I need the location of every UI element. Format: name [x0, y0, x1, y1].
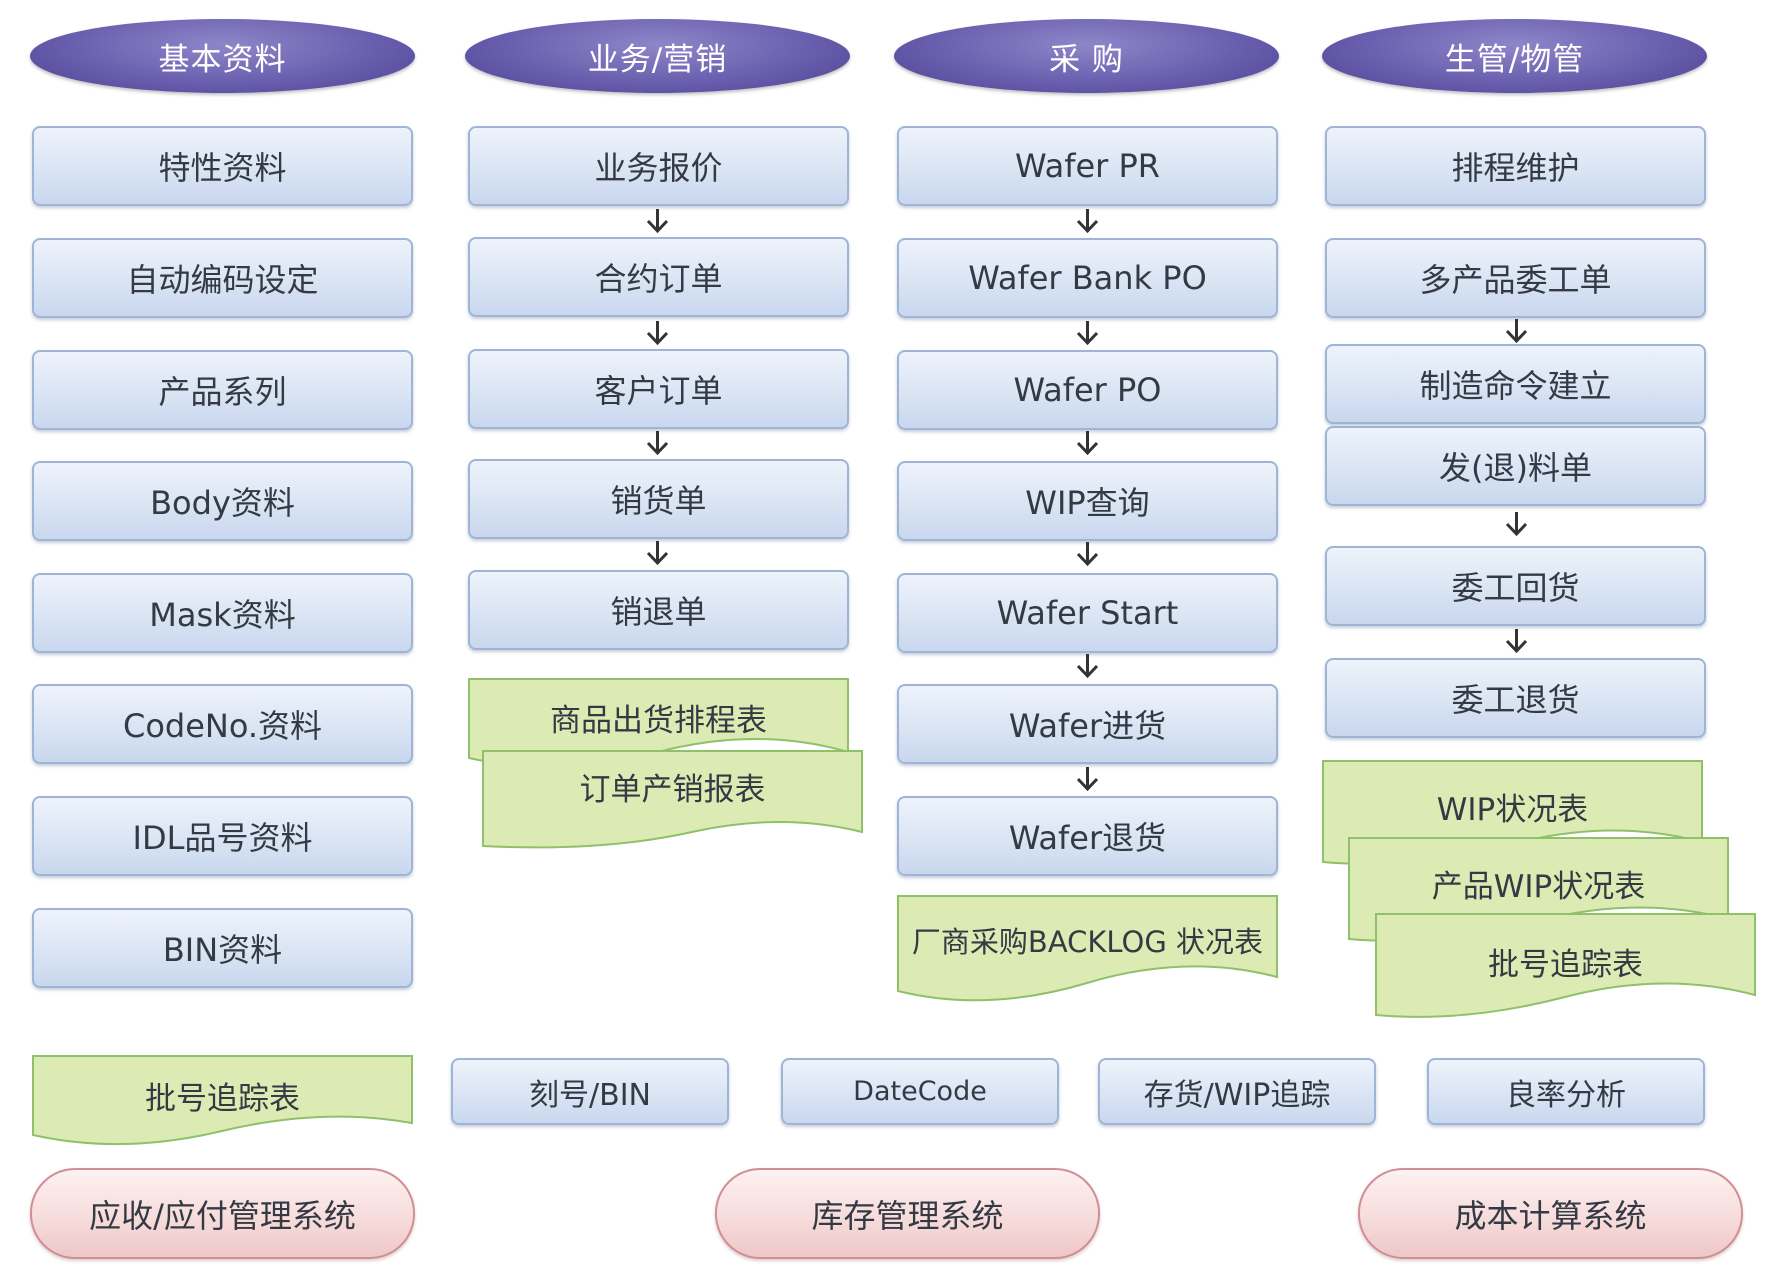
report-shipment-schedule[interactable]: 商品出货排程表	[468, 678, 849, 774]
arrow-down-icon	[1076, 542, 1099, 567]
tool-engraving-bin-box[interactable]: 刻号/BIN	[451, 1058, 729, 1125]
basic-auto-code-box[interactable]: 自动编码设定	[32, 238, 413, 318]
report-lot-tracking[interactable]: 批号追踪表	[1375, 913, 1756, 1023]
system-inventory-management[interactable]: 库存管理系统	[715, 1168, 1100, 1259]
basic-product-series-box[interactable]: 产品系列	[32, 350, 413, 430]
header-basic-data: 基本资料	[30, 19, 415, 93]
purchase-wafer-start-box[interactable]: Wafer Start	[897, 573, 1278, 653]
sales-quotation-box[interactable]: 业务报价	[468, 126, 849, 206]
basic-bin-box[interactable]: BIN资料	[32, 908, 413, 988]
report-label: 产品WIP状况表	[1431, 869, 1646, 905]
prod-schedule-box[interactable]: 排程维护	[1325, 126, 1706, 206]
prod-outsource-receipt-box[interactable]: 委工回货	[1325, 546, 1706, 626]
report-label: 厂商采购BACKLOG 状况表	[911, 925, 1264, 959]
system-ar-ap-management[interactable]: 应收/应付管理系统	[30, 1168, 415, 1259]
arrow-down-icon	[1076, 321, 1099, 346]
arrow-down-icon	[1076, 654, 1099, 679]
report-lot-tracking-basic[interactable]: 批号追踪表	[32, 1055, 413, 1150]
document-shape-icon	[482, 750, 863, 849]
basic-characteristics-box[interactable]: 特性资料	[32, 126, 413, 206]
system-cost-accounting[interactable]: 成本计算系统	[1358, 1168, 1743, 1259]
basic-body-box[interactable]: Body资料	[32, 461, 413, 541]
sales-return-box[interactable]: 销退单	[468, 570, 849, 650]
basic-idl-part-box[interactable]: IDL品号资料	[32, 796, 413, 876]
prod-material-issue-box[interactable]: 发(退)料单	[1325, 426, 1706, 506]
purchase-wafer-bank-po-box[interactable]: Wafer Bank PO	[897, 238, 1278, 318]
arrow-down-icon	[646, 541, 669, 566]
report-label: WIP状况表	[1436, 792, 1589, 828]
header-sales-marketing: 业务/营销	[465, 19, 850, 93]
basic-codeno-box[interactable]: CodeNo.资料	[32, 684, 413, 764]
arrow-down-icon	[1076, 209, 1099, 234]
header-production-material: 生管/物管	[1322, 19, 1707, 93]
report-label: 批号追踪表	[1488, 947, 1643, 983]
arrow-down-icon	[646, 431, 669, 456]
sales-delivery-box[interactable]: 销货单	[468, 459, 849, 539]
sales-contract-order-box[interactable]: 合约订单	[468, 237, 849, 317]
report-label: 商品出货排程表	[550, 703, 767, 739]
prod-manufacturing-order-box[interactable]: 制造命令建立	[1325, 344, 1706, 424]
tool-inventory-wip-tracking-box[interactable]: 存货/WIP追踪	[1098, 1058, 1376, 1125]
arrow-down-icon	[1076, 431, 1099, 456]
document-shape-icon	[1375, 913, 1756, 1018]
purchase-wafer-return-box[interactable]: Wafer退货	[897, 796, 1278, 876]
arrow-down-icon	[1076, 767, 1099, 792]
document-shape-icon	[897, 895, 1278, 1002]
report-vendor-backlog[interactable]: 厂商采购BACKLOG 状况表	[897, 895, 1278, 1003]
report-label: 订单产销报表	[579, 772, 766, 808]
arrow-down-icon	[646, 209, 669, 234]
document-shape-icon	[32, 1055, 413, 1146]
tool-datecode-box[interactable]: DateCode	[781, 1058, 1059, 1125]
arrow-down-icon	[646, 321, 669, 346]
purchase-wip-query-box[interactable]: WIP查询	[897, 461, 1278, 541]
purchase-wafer-receipt-box[interactable]: Wafer进货	[897, 684, 1278, 764]
purchase-wafer-po-box[interactable]: Wafer PO	[897, 350, 1278, 430]
basic-mask-box[interactable]: Mask资料	[32, 573, 413, 653]
purchase-wafer-pr-box[interactable]: Wafer PR	[897, 126, 1278, 206]
prod-outsource-return-box[interactable]: 委工退货	[1325, 658, 1706, 738]
prod-multi-product-order-box[interactable]: 多产品委工单	[1325, 238, 1706, 318]
sales-customer-order-box[interactable]: 客户订单	[468, 349, 849, 429]
arrow-down-icon	[1505, 629, 1528, 654]
report-order-production-sales[interactable]: 订单产销报表	[482, 750, 863, 860]
header-purchasing: 采 购	[894, 19, 1279, 93]
arrow-down-icon	[1505, 319, 1528, 344]
report-label: 批号追踪表	[145, 1081, 300, 1117]
tool-yield-analysis-box[interactable]: 良率分析	[1427, 1058, 1705, 1125]
arrow-down-icon	[1505, 512, 1528, 537]
